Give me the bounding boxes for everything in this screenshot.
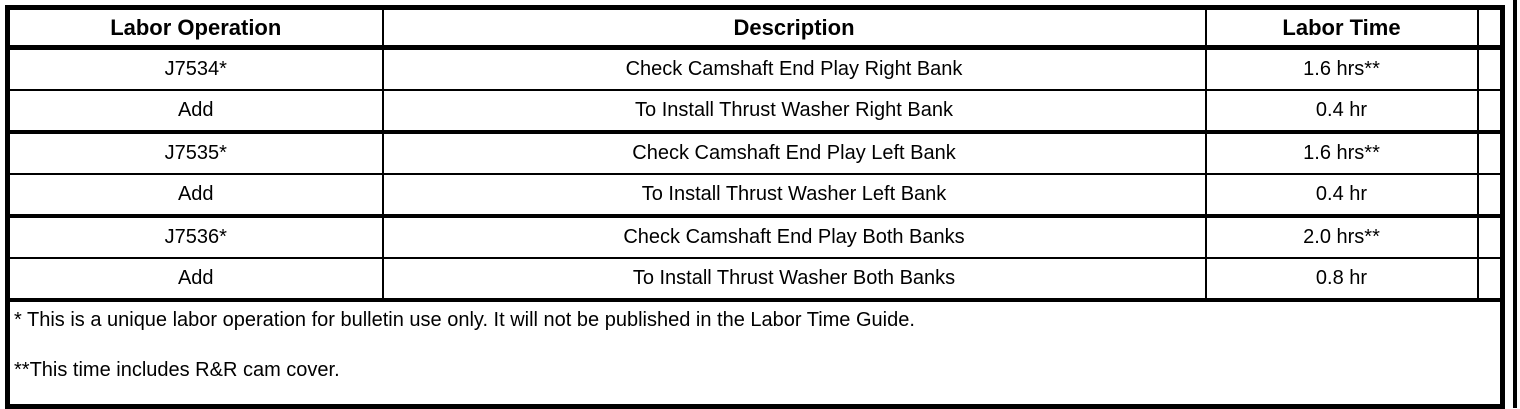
cell-description: Check Camshaft End Play Right Bank [381,46,1207,91]
labor-operations-table: Labor Operation Description Labor Time J… [5,5,1505,409]
footnote-unique-operation: * This is a unique labor operation for b… [14,308,915,331]
header-row: Labor Operation Description Labor Time [6,6,1504,50]
footnotes-cell: * This is a unique labor operation for b… [6,297,1504,407]
table-row: J7534* Check Camshaft End Play Right Ban… [6,46,1504,91]
page-edge-rule [1513,0,1517,408]
table-row: Add To Install Thrust Washer Left Bank 0… [6,172,1504,218]
cell-description: To Install Thrust Washer Left Bank [381,172,1207,218]
cell-labor-operation: J7536* [6,214,384,259]
cell-description: To Install Thrust Washer Right Bank [381,88,1207,134]
cell-labor-time: 1.6 hrs** [1204,46,1479,91]
cell-labor-time: 2.0 hrs** [1204,214,1479,259]
cell-labor-operation: J7535* [6,130,384,175]
cell-labor-operation: Add [6,256,384,302]
cell-labor-operation: J7534* [6,46,384,91]
cell-description: Check Camshaft End Play Both Banks [381,214,1207,259]
column-header-description: Description [381,6,1207,50]
cell-labor-time: 1.6 hrs** [1204,130,1479,175]
cell-description: To Install Thrust Washer Both Banks [381,256,1207,302]
cell-labor-operation: Add [6,88,384,134]
cell-labor-operation: Add [6,172,384,218]
cell-spacer [1476,130,1504,175]
cell-spacer [1476,172,1504,218]
cell-labor-time: 0.8 hr [1204,256,1479,302]
cell-spacer [1476,214,1504,259]
cell-labor-time: 0.4 hr [1204,172,1479,218]
cell-description: Check Camshaft End Play Left Bank [381,130,1207,175]
cell-labor-time: 0.4 hr [1204,88,1479,134]
cell-spacer [1476,46,1504,91]
cell-spacer [1476,88,1504,134]
cell-spacer [1476,256,1504,302]
labor-table-container: Labor Operation Description Labor Time J… [5,5,1505,409]
column-header-spacer [1476,6,1504,50]
column-header-labor-time: Labor Time [1204,6,1479,50]
footnotes-row: * This is a unique labor operation for b… [6,297,1504,407]
table-row: J7535* Check Camshaft End Play Left Bank… [6,130,1504,175]
footnote-rr-cam-cover: **This time includes R&R cam cover. [14,358,340,381]
table-row: Add To Install Thrust Washer Both Banks … [6,256,1504,302]
table-row: J7536* Check Camshaft End Play Both Bank… [6,214,1504,259]
table-row: Add To Install Thrust Washer Right Bank … [6,88,1504,134]
column-header-labor-operation: Labor Operation [6,6,384,50]
